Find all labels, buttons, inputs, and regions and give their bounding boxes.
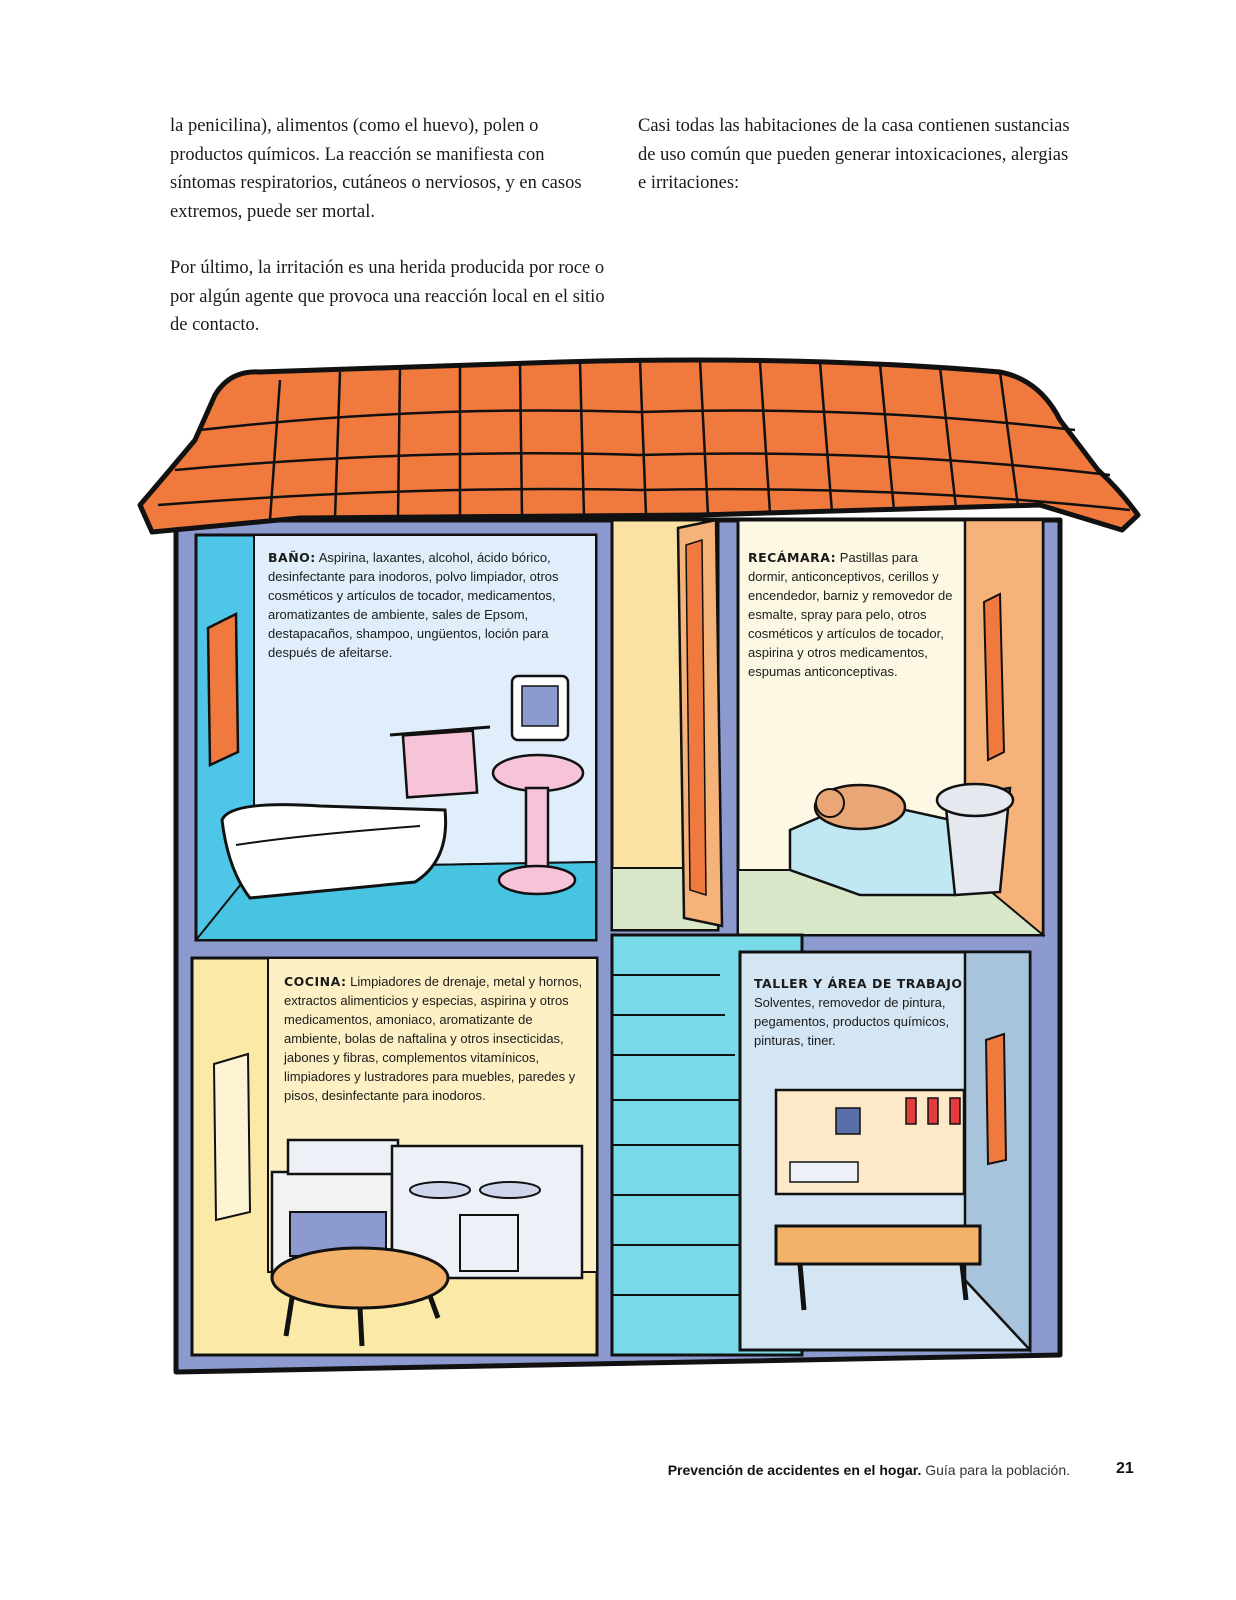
footer-book-title: Prevención de accidentes en el hogar. bbox=[667, 1462, 922, 1478]
kitchen-label: COCINA: bbox=[284, 974, 347, 989]
workshop-door bbox=[984, 1032, 1008, 1166]
bathroom-door bbox=[206, 611, 240, 767]
roof-tiles bbox=[157, 359, 1131, 521]
workbench-icon bbox=[774, 1224, 982, 1266]
workshop-text: Solventes, removedor de pintura, pegamen… bbox=[754, 995, 950, 1048]
sink-icon bbox=[491, 753, 585, 793]
bedroom-description: RECÁMARA: Pastillas para dormir, anticon… bbox=[748, 548, 958, 681]
bathroom-description: BAÑO: Aspirina, laxantes, alcohol, ácido… bbox=[268, 548, 588, 662]
intro-right-column: Casi todas las habitaciones de la casa c… bbox=[638, 112, 1078, 226]
intro-left-paragraph-2: Por último, la irritación es una herida … bbox=[170, 258, 605, 335]
kitchen-door bbox=[212, 1052, 252, 1222]
kitchen-text: Limpiadores de drenaje, metal y hornos, … bbox=[284, 974, 583, 1103]
footer-title: Prevención de accidentes en el hogar. Gu… bbox=[668, 1462, 1070, 1478]
kitchen-table-icon bbox=[270, 1246, 450, 1310]
towel-icon bbox=[401, 729, 479, 799]
bedroom-label: RECÁMARA: bbox=[748, 550, 837, 565]
bathroom-label: BAÑO: bbox=[268, 550, 316, 565]
page-footer: Prevención de accidentes en el hogar. Gu… bbox=[0, 1458, 1236, 1482]
footer-subtitle: Guía para la población. bbox=[925, 1462, 1070, 1478]
workshop-label: TALLER Y ÁREA DE TRABAJO: bbox=[754, 976, 969, 991]
roof bbox=[137, 357, 1141, 535]
bedroom-text: Pastillas para dormir, anticonceptivos, … bbox=[748, 550, 953, 679]
intro-left-paragraph-1: la penicilina), alimentos (como el huevo… bbox=[170, 116, 582, 222]
intro-right-paragraph-1: Casi todas las habitaciones de la casa c… bbox=[638, 116, 1070, 193]
pillow-icon bbox=[935, 782, 1015, 818]
intro-left-column: la penicilina), alimentos (como el huevo… bbox=[170, 112, 610, 368]
page-number: 21 bbox=[1116, 1460, 1134, 1477]
workshop-description: TALLER Y ÁREA DE TRABAJO: Solventes, rem… bbox=[754, 974, 974, 1050]
bathroom-text: Aspirina, laxantes, alcohol, ácido bóric… bbox=[268, 550, 559, 660]
kitchen-description: COCINA: Limpiadores de drenaje, metal y … bbox=[284, 972, 584, 1105]
bedroom-door bbox=[982, 592, 1006, 762]
